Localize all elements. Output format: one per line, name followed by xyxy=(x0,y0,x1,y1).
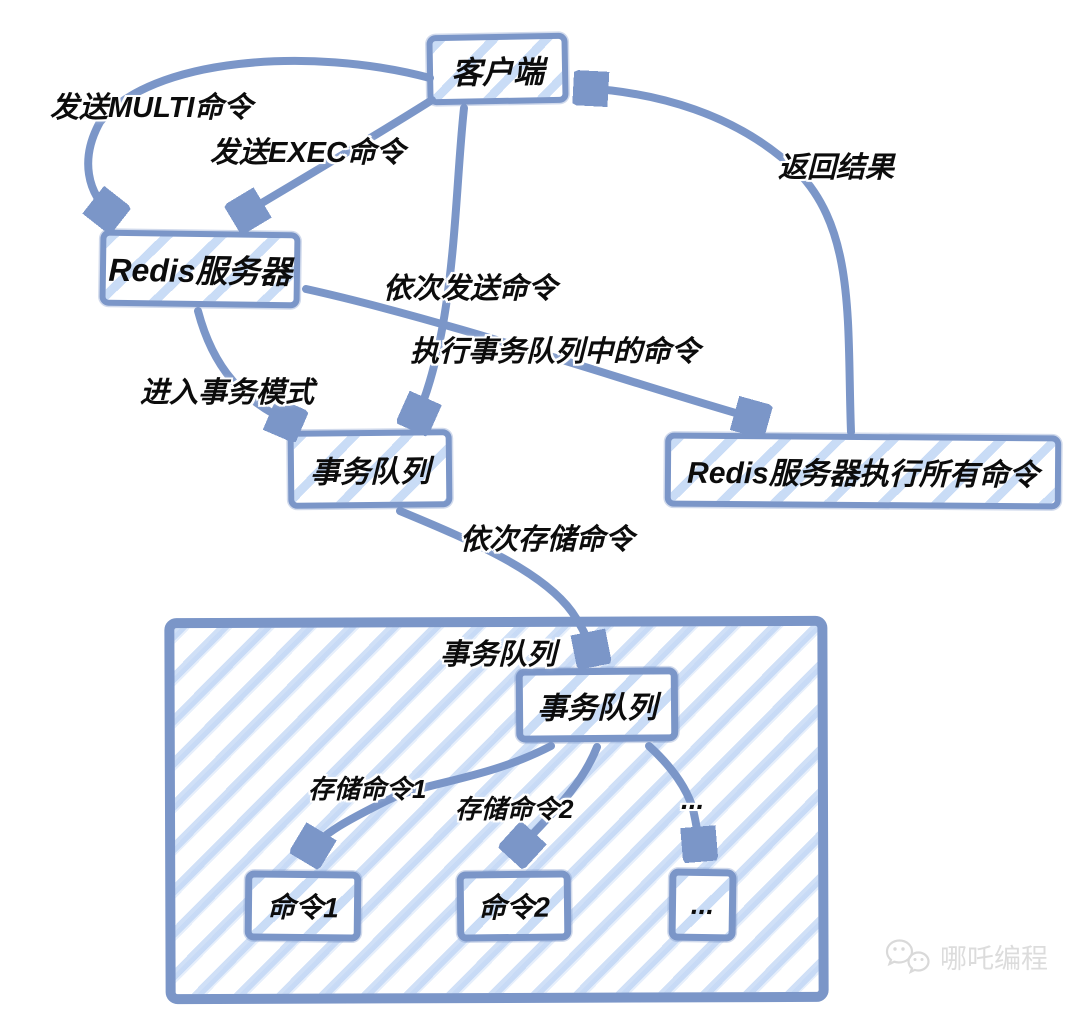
edge-return-result xyxy=(582,88,855,436)
container-title-label: 事务队列 xyxy=(440,639,557,671)
node-command-more: ... xyxy=(668,868,737,942)
node-command-more-label: ... xyxy=(690,888,715,921)
node-transaction-queue: 事务队列 xyxy=(287,429,453,509)
node-redis-exec-all: Redis服务器执行所有命令 xyxy=(664,432,1062,510)
edge-label-return-result: 返回结果 xyxy=(778,152,895,184)
node-redis-server: Redis服务器 xyxy=(99,229,301,309)
edge-label-store-command-2: 存储命令2 xyxy=(455,794,574,824)
node-command-2-label: 命令2 xyxy=(478,891,550,924)
edge-label-enter-transaction-mode: 进入事务模式 xyxy=(140,377,315,409)
edge-label-store-in-sequence: 依次存储命令 xyxy=(460,524,635,556)
node-command-1: 命令1 xyxy=(244,870,362,942)
node-inner-transaction-queue-label: 事务队列 xyxy=(536,691,658,726)
edge-label-send-in-sequence: 依次发送命令 xyxy=(383,273,558,305)
node-client-label: 客户端 xyxy=(450,53,545,91)
edge-label-send-multi: 发送MULTI命令 xyxy=(50,92,253,124)
node-command-1-label: 命令1 xyxy=(267,891,339,924)
node-inner-transaction-queue: 事务队列 xyxy=(515,667,679,743)
node-command-2: 命令2 xyxy=(456,870,572,942)
edge-label-execute-queue-commands: 执行事务队列中的命令 xyxy=(410,336,701,368)
node-redis-exec-all-label: Redis服务器执行所有命令 xyxy=(687,456,1039,493)
wechat-icon xyxy=(885,939,930,974)
node-redis-server-label: Redis服务器 xyxy=(108,251,292,291)
edge-label-store-more: ... xyxy=(681,784,705,815)
watermark-text: 哪吒编程 xyxy=(940,943,1048,974)
edge-label-send-exec: 发送EXEC命令 xyxy=(210,137,405,169)
node-transaction-queue-label: 事务队列 xyxy=(309,455,431,490)
node-client: 客户端 xyxy=(426,32,569,106)
edge-label-store-command-1: 存储命令1 xyxy=(308,774,427,804)
watermark: 哪吒编程 xyxy=(884,936,1048,976)
